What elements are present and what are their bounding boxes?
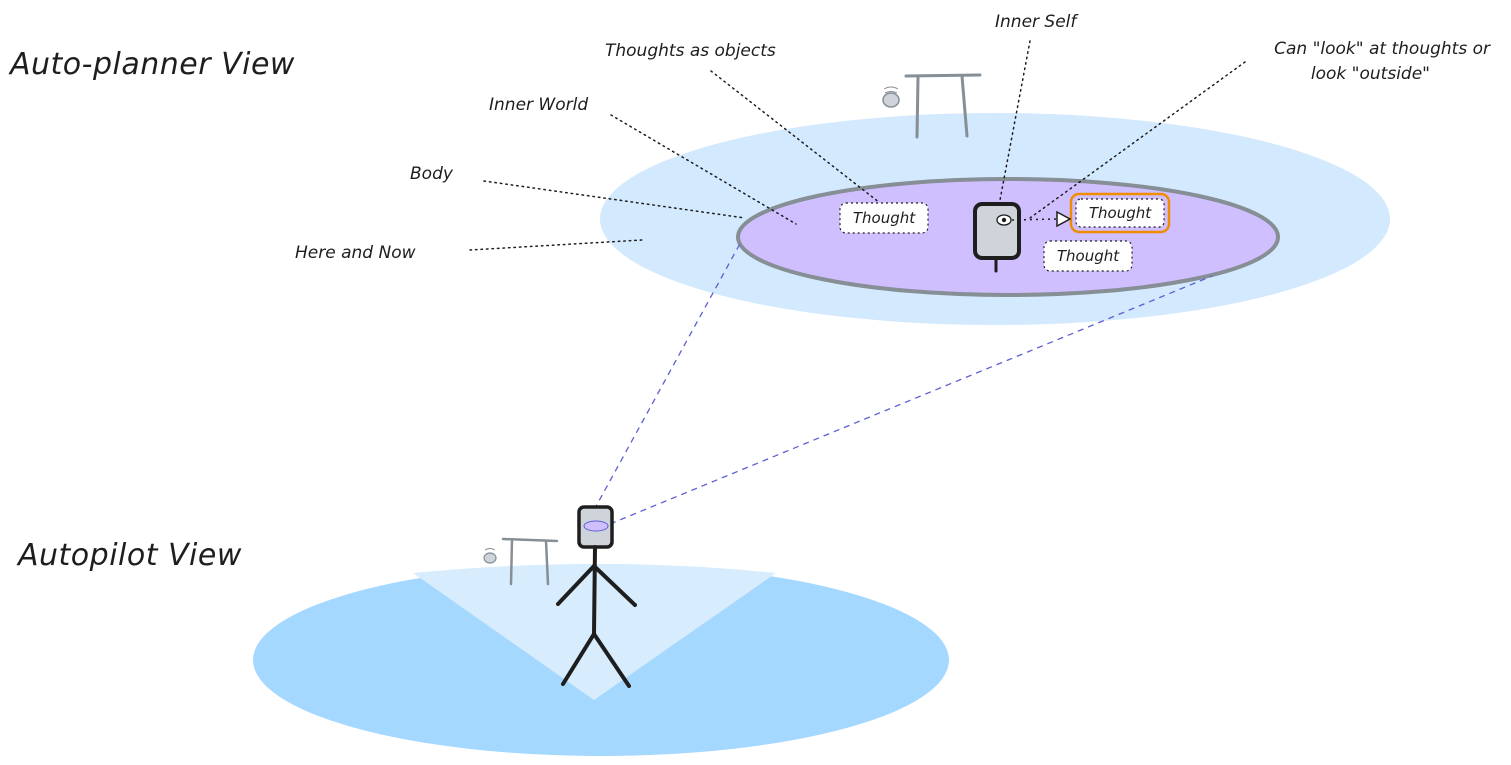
thought-box-3: Thought [1043, 240, 1133, 272]
mini-inner-world [583, 520, 609, 532]
autopilot-title: Autopilot View [16, 538, 242, 573]
gaze-arrowhead [1056, 210, 1072, 228]
leader-body [483, 180, 746, 219]
thought-label: Thought [1057, 247, 1120, 265]
label-here-and-now: Here and Now [295, 243, 416, 263]
leader-can-look [1029, 61, 1246, 219]
table-prop-bottom [501, 537, 559, 586]
lamp-prop-top [882, 86, 900, 108]
auto-planner-title: Auto-planner View [8, 47, 295, 82]
lamp-prop-bottom [483, 548, 497, 564]
thought-box-1: Thought [839, 202, 929, 234]
label-body: Body [410, 164, 454, 184]
label-can-look-line2: look "outside" [1311, 64, 1430, 84]
leader-inner-self [999, 40, 1031, 201]
thought-label: Thought [1089, 204, 1152, 222]
table-prop-top [904, 73, 982, 139]
projection-line-left [593, 239, 743, 511]
gaze-line [1011, 218, 1058, 221]
thought-box-highlighted: Thought [1069, 192, 1171, 234]
projection-line-right [609, 275, 1213, 525]
label-inner-self: Inner Self [995, 12, 1079, 32]
label-thoughts-as-objects: Thoughts as objects [605, 41, 776, 61]
label-inner-world: Inner World [489, 95, 588, 115]
leader-here-and-now [469, 239, 643, 251]
label-can-look-line1: Can "look" at thoughts or [1274, 39, 1491, 59]
inner-self-figure [973, 202, 1021, 273]
thought-label: Thought [853, 209, 916, 227]
